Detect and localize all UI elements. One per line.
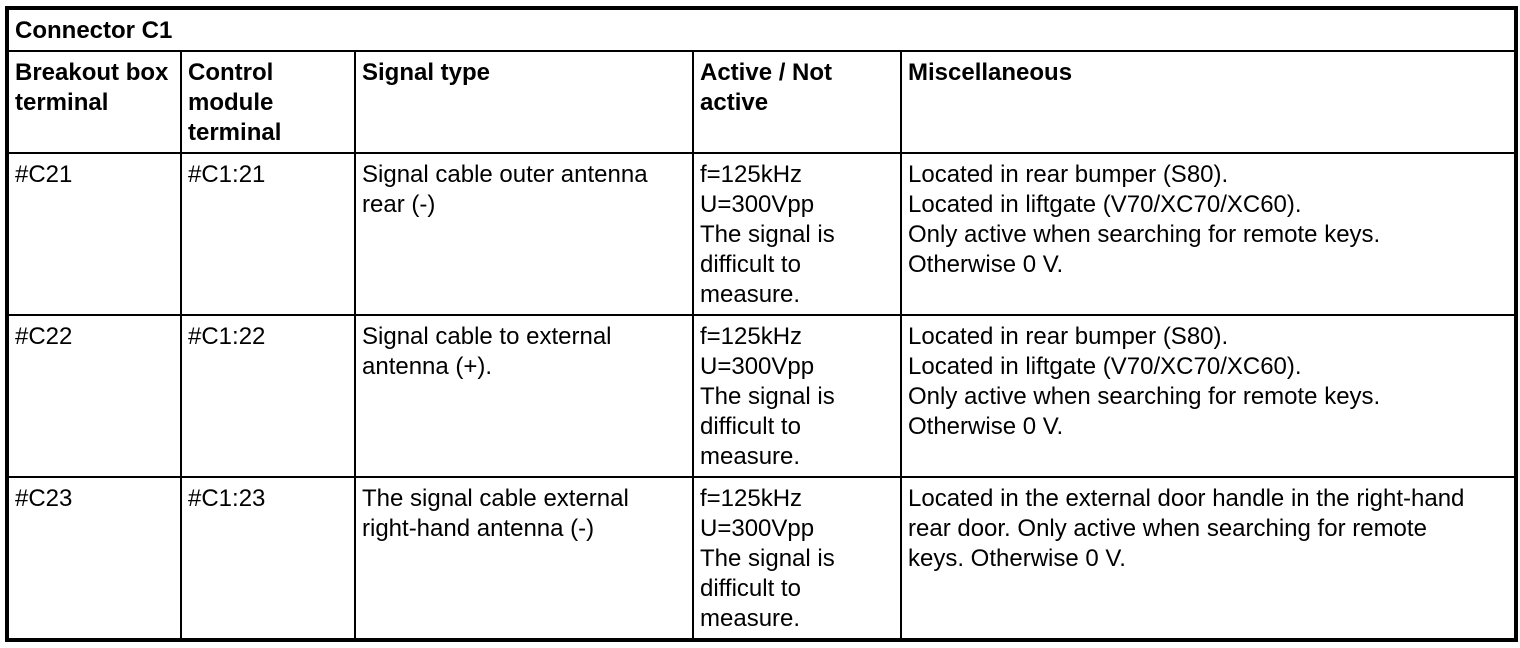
table-title-row: Connector C1 [5,7,1518,52]
connector-c1-table: Connector C1 Breakout box terminal Contr… [5,6,1519,642]
cell-breakout-terminal: #C23 [6,476,182,641]
table-header-row: Breakout box terminal Control module ter… [6,50,1518,154]
cell-module-terminal: #C1:23 [180,476,356,641]
table-row-c23: #C23 #C1:23 The signal cable external ri… [6,476,1518,641]
table-row-c21: #C21 #C1:21 Signal cable outer antenna r… [6,152,1518,316]
cell-miscellaneous: Located in rear bumper (S80). Located in… [899,314,1518,478]
cell-module-terminal: #C1:21 [180,152,356,316]
col-header-breakout-box-terminal: Breakout box terminal [6,50,182,154]
cell-active: f=125kHz U=300Vpp The signal is difficul… [692,314,902,478]
cell-active: f=125kHz U=300Vpp The signal is difficul… [692,476,902,641]
col-header-active-not-active: Active / Not active [692,50,902,154]
cell-signal-type: Signal cable to external antenna (+). [354,314,694,478]
table-row-c22: #C22 #C1:22 Signal cable to external ant… [6,314,1518,478]
col-header-miscellaneous: Miscellaneous [899,50,1518,154]
cell-miscellaneous: Located in the external door handle in t… [899,476,1518,641]
table-title: Connector C1 [5,7,1518,52]
cell-signal-type: Signal cable outer antenna rear (-) [354,152,694,316]
cell-active: f=125kHz U=300Vpp The signal is difficul… [692,152,902,316]
cell-breakout-terminal: #C21 [6,152,182,316]
cell-signal-type: The signal cable external right-hand ant… [354,476,694,641]
cell-miscellaneous: Located in rear bumper (S80). Located in… [899,152,1518,316]
col-header-control-module-terminal: Control module terminal [180,50,356,154]
cell-breakout-terminal: #C22 [6,314,182,478]
col-header-signal-type: Signal type [354,50,694,154]
cell-module-terminal: #C1:22 [180,314,356,478]
